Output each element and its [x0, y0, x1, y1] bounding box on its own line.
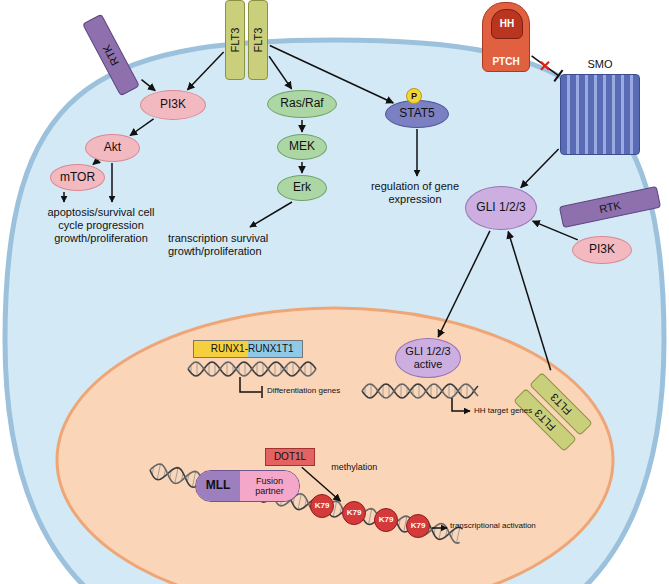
annotation-text: HH target genes	[474, 406, 532, 416]
label-text: transcriptional activation	[450, 521, 536, 530]
kinase-ellipse: Erk	[277, 175, 327, 201]
arrow-connector	[93, 161, 97, 164]
fusion-protein: RUNX1-RUNX1T1	[193, 340, 303, 358]
node-text: STAT5	[399, 107, 435, 121]
histone-mark: K79	[342, 501, 366, 525]
node-text: GLI 1/2/3 active	[401, 345, 455, 370]
methyltransferase-box: DOT1L	[265, 448, 315, 466]
receptor-flt3: FLT3	[248, 0, 268, 80]
node-text: K79	[379, 515, 394, 524]
histone-mark: K79	[374, 508, 398, 532]
ligand-hh: HH	[491, 9, 523, 39]
leader-arrows	[0, 0, 470, 528]
annotation-text: apoptosis/survival cell cycle progressio…	[40, 206, 162, 246]
node-text: Fusion partner	[240, 471, 299, 501]
node-text: RUNX1-	[194, 341, 248, 357]
annotation-text: transcription survival growth/proliferat…	[168, 232, 280, 258]
node-text: Ras/Raf	[280, 97, 323, 111]
node-text: MEK	[289, 140, 315, 154]
arrow-connector	[269, 56, 292, 89]
fusion-protein: MLLFusion partner	[195, 470, 300, 502]
receptor-flt3: FLT3	[225, 0, 245, 80]
histone-mark: K79	[406, 514, 430, 538]
kinase-ellipse: Akt	[85, 134, 140, 162]
node-text: GLI 1/2/3	[476, 201, 525, 215]
nucleus	[57, 308, 613, 584]
arrow-connector	[130, 119, 154, 136]
kinase-ellipse: mTOR	[50, 164, 105, 191]
transcription-factor: GLI 1/2/3	[465, 186, 537, 230]
node-text: HH	[500, 18, 514, 30]
node-text: PTCH	[492, 56, 519, 68]
cell-membrane	[5, 40, 664, 584]
dna-strand	[188, 362, 316, 376]
label-text: transcription survival growth/proliferat…	[168, 232, 268, 257]
label-text: regulation of gene expression	[371, 180, 459, 205]
node-text: K79	[315, 501, 330, 510]
node-text: K79	[411, 521, 426, 530]
node-text: Erk	[293, 181, 311, 195]
edge-label-text: methylation	[331, 462, 377, 472]
node-text: RUNX1T1	[248, 341, 302, 357]
transcription-factor: GLI 1/2/3 active	[395, 338, 461, 378]
node-text: SMO	[587, 58, 612, 71]
node-text: MLL	[196, 471, 240, 501]
node-text: mTOR	[60, 171, 95, 185]
arrow-connector	[188, 52, 224, 90]
arrow-connector	[301, 120, 303, 132]
node-text: P	[411, 91, 417, 101]
transcription-factor: STAT5P	[385, 100, 449, 128]
arrow-connector	[142, 80, 156, 91]
dna-helices	[148, 362, 478, 544]
node-text: Akt	[104, 141, 121, 155]
label-text: HH target genes	[474, 406, 532, 415]
arrow-connector	[521, 149, 559, 188]
phosphate-circle: P	[406, 88, 422, 104]
block-cross	[541, 62, 549, 70]
smo-stripes	[560, 74, 640, 155]
kinase-ellipse: PI3K	[572, 236, 632, 264]
histone-mark: K79	[310, 494, 334, 518]
dna-strand	[362, 384, 478, 398]
annotation-text: Differentiation genes	[267, 386, 340, 396]
receptor-smo: SMO	[560, 58, 640, 155]
edge-label: methylation	[331, 462, 377, 472]
kinase-ellipse: MEK	[277, 134, 327, 160]
annotation-text: transcriptional activation	[450, 521, 536, 531]
kinase-ellipse: Ras/Raf	[267, 90, 337, 118]
receptor-ptch: PTCH HH	[482, 2, 530, 72]
node-text: DOT1L	[274, 451, 306, 463]
arrow-connector	[301, 162, 303, 173]
dna-strand	[148, 462, 462, 543]
node-text: RTK	[100, 42, 121, 67]
node-text: PI3K	[589, 243, 615, 257]
inhibition-connector	[532, 56, 559, 76]
arrow-connector	[438, 231, 490, 337]
kinase-ellipse: PI3K	[140, 90, 206, 120]
annotation-text: regulation of gene expression	[370, 180, 460, 206]
node-text: K79	[347, 508, 362, 517]
node-text: RTK	[598, 199, 622, 216]
node-text: FLT3	[252, 28, 265, 53]
label-text: Differentiation genes	[267, 386, 340, 395]
node-text: PI3K	[160, 98, 186, 112]
label-text: apoptosis/survival cell cycle progressio…	[48, 206, 155, 244]
node-text: FLT3	[229, 28, 242, 53]
arrow-connector	[508, 232, 551, 371]
